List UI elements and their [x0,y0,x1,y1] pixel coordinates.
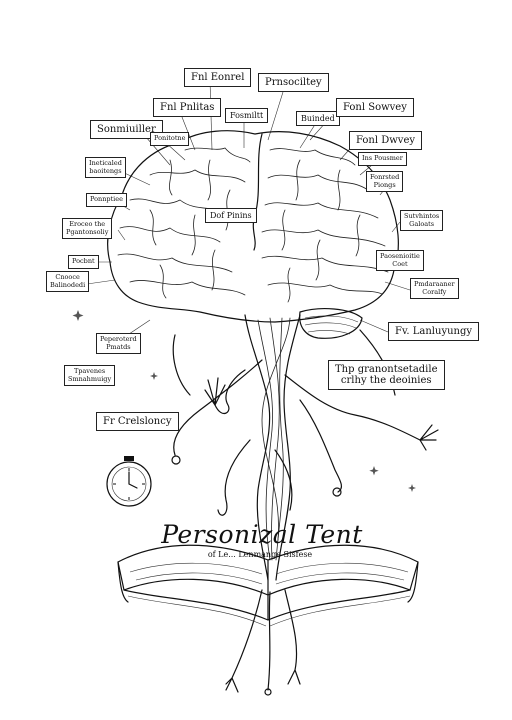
region-label: Fonrsted Piongs [366,171,404,192]
region-label: Tpavenes Smnahmuigy [64,365,116,386]
stopwatch-icon [106,456,152,507]
region-label: Ins Pousmer [358,152,407,166]
region-label: Pmdaraaner Coralfy [410,278,459,299]
region-label: Buinded [296,111,340,126]
region-label: Sutvhintos Galoats [400,210,444,231]
book-title: Personizal Tent [161,520,363,549]
brainstem-trunk [225,314,301,696]
brain [107,130,399,339]
region-label: Eroceo the Pgantonsoliy [62,218,113,239]
region-label: Prnsociltey [258,73,329,92]
region-label: Fr Crelsloncy [96,412,179,431]
region-label: Peperoterd Pmatds [96,333,141,354]
region-label: Fv. Lanluyungy [388,322,480,341]
region-label: Fosmiltt [225,108,269,123]
region-label: Ponnptiee [86,193,127,207]
region-label: Fonl Sowvey [336,98,414,117]
region-label: Dof Pinins [205,208,257,223]
region-label: Fnl Eonrel [184,68,252,87]
region-label: Ponitotne [150,132,190,146]
branches [171,329,439,516]
caption-box: Thp granontsetadile crlhy the deoinies [328,360,445,390]
region-label: Sonmiuiller [90,120,163,139]
region-label: Fonl Dwvey [349,131,423,150]
book-subtitle: of Le... Lenmange Sisfese [207,550,313,559]
open-book [117,544,419,627]
region-label: Fnl Pnlitas [153,98,222,117]
region-label: Pocbnt [68,255,99,269]
region-label: Ineticaled baoitengs [85,157,126,178]
region-label: Paosenioitie Coet [376,250,424,271]
region-label: Cnooce Balinodedi [46,271,90,292]
